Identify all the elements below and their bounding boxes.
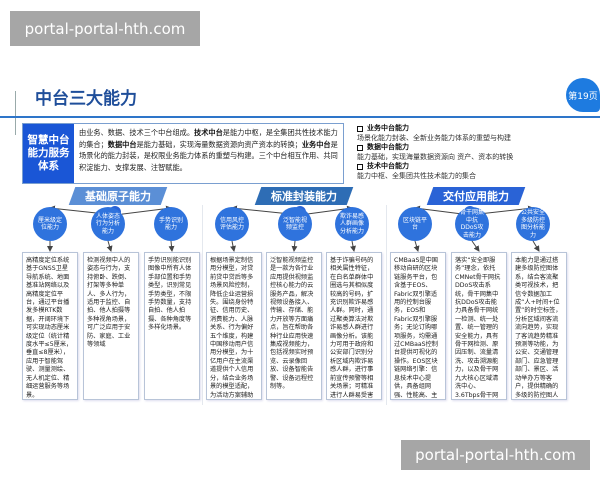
arrow bbox=[168, 240, 175, 252]
page-title: 中台三大能力 bbox=[35, 89, 137, 109]
section-label: 基础原子能力 bbox=[85, 190, 151, 203]
intro-box: 智慧中台能力服务体系 由业务、数据、技术三个中台组成。技术中台是能力中枢，是全集… bbox=[22, 123, 344, 184]
section-label: 标准封装能力 bbox=[271, 190, 337, 203]
arrow bbox=[106, 240, 113, 252]
capability-description-box: 检测视频中人的姿态与行为，支持俯卧、跌倒、打架等多种单人、多人行为，适用于监控、… bbox=[83, 252, 139, 400]
intro-text: 由业务、数据、技术三个中台组成。技术中台是能力中枢，是全集团共性技术能力的集合；… bbox=[79, 128, 338, 172]
capability-list: 业务中台能力场景化能力封装、全新业务能力体系的重塑与构建 数据中台能力能力基础，… bbox=[357, 124, 557, 182]
capability-description-box: CMBaaS是中国移动自研的区块链服务平台，包含基于EOS、Fabric双引擎适… bbox=[390, 252, 446, 400]
capability-item: 业务中台能力场景化能力封装、全新业务能力体系的重塑与构建 bbox=[357, 124, 557, 143]
capability-description-box: 落实“安全即服务”理念，依托CMNet骨干网抗DDoS攻击系统，骨干网集中抗DD… bbox=[451, 252, 507, 400]
intro-tag: 智慧中台能力服务体系 bbox=[23, 124, 74, 183]
arrow bbox=[291, 240, 298, 252]
section-header: 交付应用能力 bbox=[426, 187, 526, 205]
capability-description-box: 高精度定位系统基于GNSS卫星导航系统、地面基准站网络以及高精度定位平台，通过平… bbox=[22, 252, 78, 400]
capability-node: 手势识别能力 bbox=[154, 207, 188, 241]
checkbox-icon bbox=[357, 125, 363, 132]
arrow bbox=[230, 240, 236, 252]
capability-description-box: 基于诈骗号码的相关属性特征，在白名单群体中圈选与其相似度较高的号码，扩充识别欺诈… bbox=[326, 252, 382, 400]
capability-node: 区块链平台 bbox=[398, 207, 432, 241]
arrow bbox=[532, 240, 540, 252]
capability-desc: 能力中枢、全集团共性技术能力的集合 bbox=[357, 171, 476, 180]
capability-node: 欺诈易感人群画像分析能力 bbox=[335, 207, 369, 241]
capability-description-box: 根据场景定制信用分模型，对贷前贷中贷后等多场景风险控制，降低企业运营损失。围绕身… bbox=[206, 252, 262, 400]
capability-item: 数据中台能力能力基础，实现海量数据资源向 资产、资本的转换 bbox=[357, 143, 557, 162]
section-label: 交付应用能力 bbox=[443, 190, 509, 203]
capability-title: 技术中台能力 bbox=[367, 162, 409, 171]
capability-description-box: 泛智能视频监控是一款为各行业应用提供视频监控核心能力的云服务产品，解决视频设备接… bbox=[266, 252, 322, 400]
arrow bbox=[350, 240, 356, 252]
checkbox-icon bbox=[357, 144, 363, 151]
capability-node: 泛智能视频监控 bbox=[278, 207, 312, 241]
page-number-badge: 第19页 bbox=[566, 78, 600, 112]
title-divider bbox=[0, 116, 600, 118]
capability-node: 信用风控评估能力 bbox=[215, 207, 249, 241]
capability-node: 公共安全多级防控图分析能力 bbox=[516, 207, 550, 241]
capability-desc: 场景化能力封装、全新业务能力体系的重塑与构建 bbox=[357, 133, 511, 142]
checkbox-icon bbox=[357, 164, 363, 171]
capability-description-box: 本能力是通过搭建多级防控图体系，结合客流聚类可视技术，把信令数据加工成“人+时间… bbox=[511, 252, 567, 400]
capability-node: 厘米级定位能力 bbox=[33, 207, 67, 241]
capability-node: 骨干网集中抗DDoS攻击能力 bbox=[455, 207, 489, 241]
capability-item: 技术中台能力能力中枢、全集团共性技术能力的集合 bbox=[357, 162, 557, 181]
watermark-bottom: portal-portal-hth.com bbox=[401, 440, 590, 470]
title-accent-line bbox=[15, 91, 16, 135]
capability-node: 人体姿态行为分析能力 bbox=[91, 207, 125, 241]
capability-desc: 能力基础，实现海量数据资源向 资产、资本的转换 bbox=[357, 152, 514, 161]
capability-title: 业务中台能力 bbox=[367, 124, 409, 132]
section-header: 标准封装能力 bbox=[254, 187, 354, 205]
capability-title: 数据中台能力 bbox=[367, 143, 409, 152]
column-separator bbox=[202, 205, 203, 405]
column-separator bbox=[386, 205, 387, 405]
watermark-top: portal-portal-hth.com bbox=[10, 11, 200, 46]
arrow bbox=[413, 240, 420, 252]
capability-description-box: 手势识别能识别图像中所有人体手部位置和手势类型，识别常见手势类型，不限手势数量，… bbox=[144, 252, 200, 400]
arrow bbox=[471, 240, 480, 252]
section-header: 基础原子能力 bbox=[68, 187, 168, 205]
